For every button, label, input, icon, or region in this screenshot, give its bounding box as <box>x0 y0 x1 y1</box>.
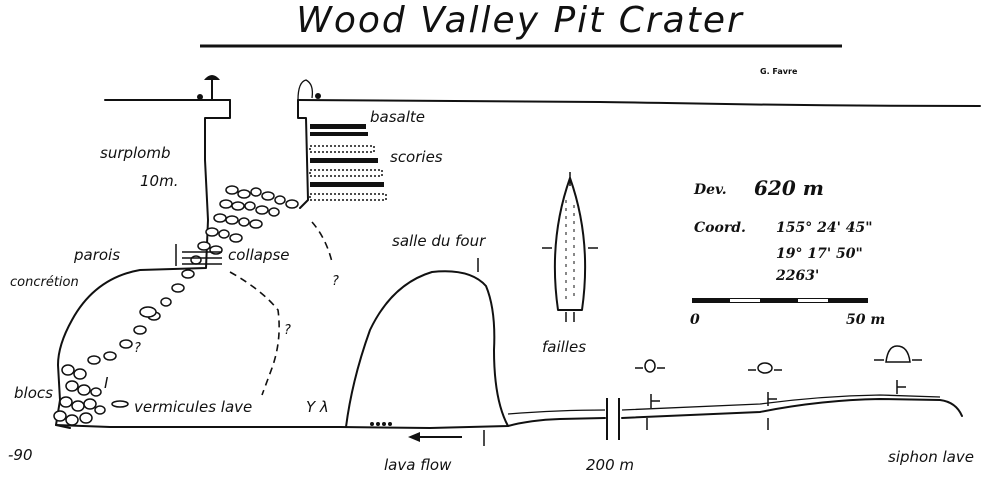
label-surplomb-height: 10m. <box>140 172 178 190</box>
collapse-rubble <box>87 185 299 365</box>
coord-longitude: 155° 24' 45" <box>776 220 873 236</box>
unknown-passage-right <box>311 221 333 263</box>
dev-value: 620 m <box>754 176 824 200</box>
strata-basalte <box>310 124 368 136</box>
coord-label: Coord. <box>694 220 746 236</box>
question-mark-1: ? <box>332 274 339 289</box>
vermicule-icon <box>111 400 129 408</box>
ground-surface-right <box>297 99 981 107</box>
label-parois: parois <box>73 246 120 264</box>
failles-section <box>542 172 598 322</box>
station-ticks <box>646 380 906 430</box>
label-lava-flow: lava flow <box>384 456 452 474</box>
label-basalte: basalte <box>370 108 425 126</box>
label-distance-200: 200 m <box>586 456 634 474</box>
shaft-right-wall <box>297 99 309 209</box>
symbol-y-lambda: Y λ <box>306 398 329 416</box>
label-concretion: concrétion <box>10 275 79 290</box>
coord-latitude: 19° 17' 50" <box>776 246 863 262</box>
cave-ceiling-east-2 <box>621 394 941 411</box>
bush-icon <box>297 79 321 101</box>
label-salle-du-four: salle du four <box>392 232 486 250</box>
salle-du-four-dome <box>345 270 509 428</box>
label-blocs: blocs <box>14 384 53 402</box>
passage-section-2 <box>748 362 782 374</box>
question-mark-2: ? <box>284 323 291 338</box>
scale-bar-end: 50 m <box>846 312 885 328</box>
label-collapse: collapse <box>228 246 290 264</box>
tree-icon <box>197 75 220 100</box>
cave-floor <box>55 417 606 429</box>
shaft-left-wall <box>55 99 231 429</box>
coord-altitude: 2263' <box>775 268 819 284</box>
cave-floor-east <box>621 398 963 419</box>
scale-bar-start: 0 <box>690 312 700 328</box>
question-mark-3: ? <box>134 341 141 356</box>
lava-ripple <box>370 422 392 426</box>
cave-ceiling-east <box>507 409 606 415</box>
diagram-title: Wood Valley Pit Crater <box>296 0 744 41</box>
label-surplomb: surplomb <box>100 144 171 162</box>
blocs-pile <box>53 364 106 426</box>
label-depth: -90 <box>8 446 33 464</box>
symbol-i: I <box>104 374 109 392</box>
label-scories: scories <box>390 148 443 166</box>
label-vermicules-lave: vermicules lave <box>134 398 252 416</box>
strata-scories <box>309 145 387 201</box>
lava-flow-arrow <box>408 430 485 446</box>
author-credit: G. Favre <box>760 67 798 76</box>
collapse-hatch <box>175 244 222 266</box>
passage-section-1 <box>635 359 665 373</box>
passage-section-3 <box>874 345 922 363</box>
unknown-passage-collapse <box>229 271 280 396</box>
dev-label: Dev. <box>693 182 727 198</box>
label-failles: failles <box>542 338 586 356</box>
scale-bar <box>692 298 868 303</box>
label-siphon-lave: siphon lave <box>888 448 974 466</box>
scale-break-mark <box>606 398 620 440</box>
